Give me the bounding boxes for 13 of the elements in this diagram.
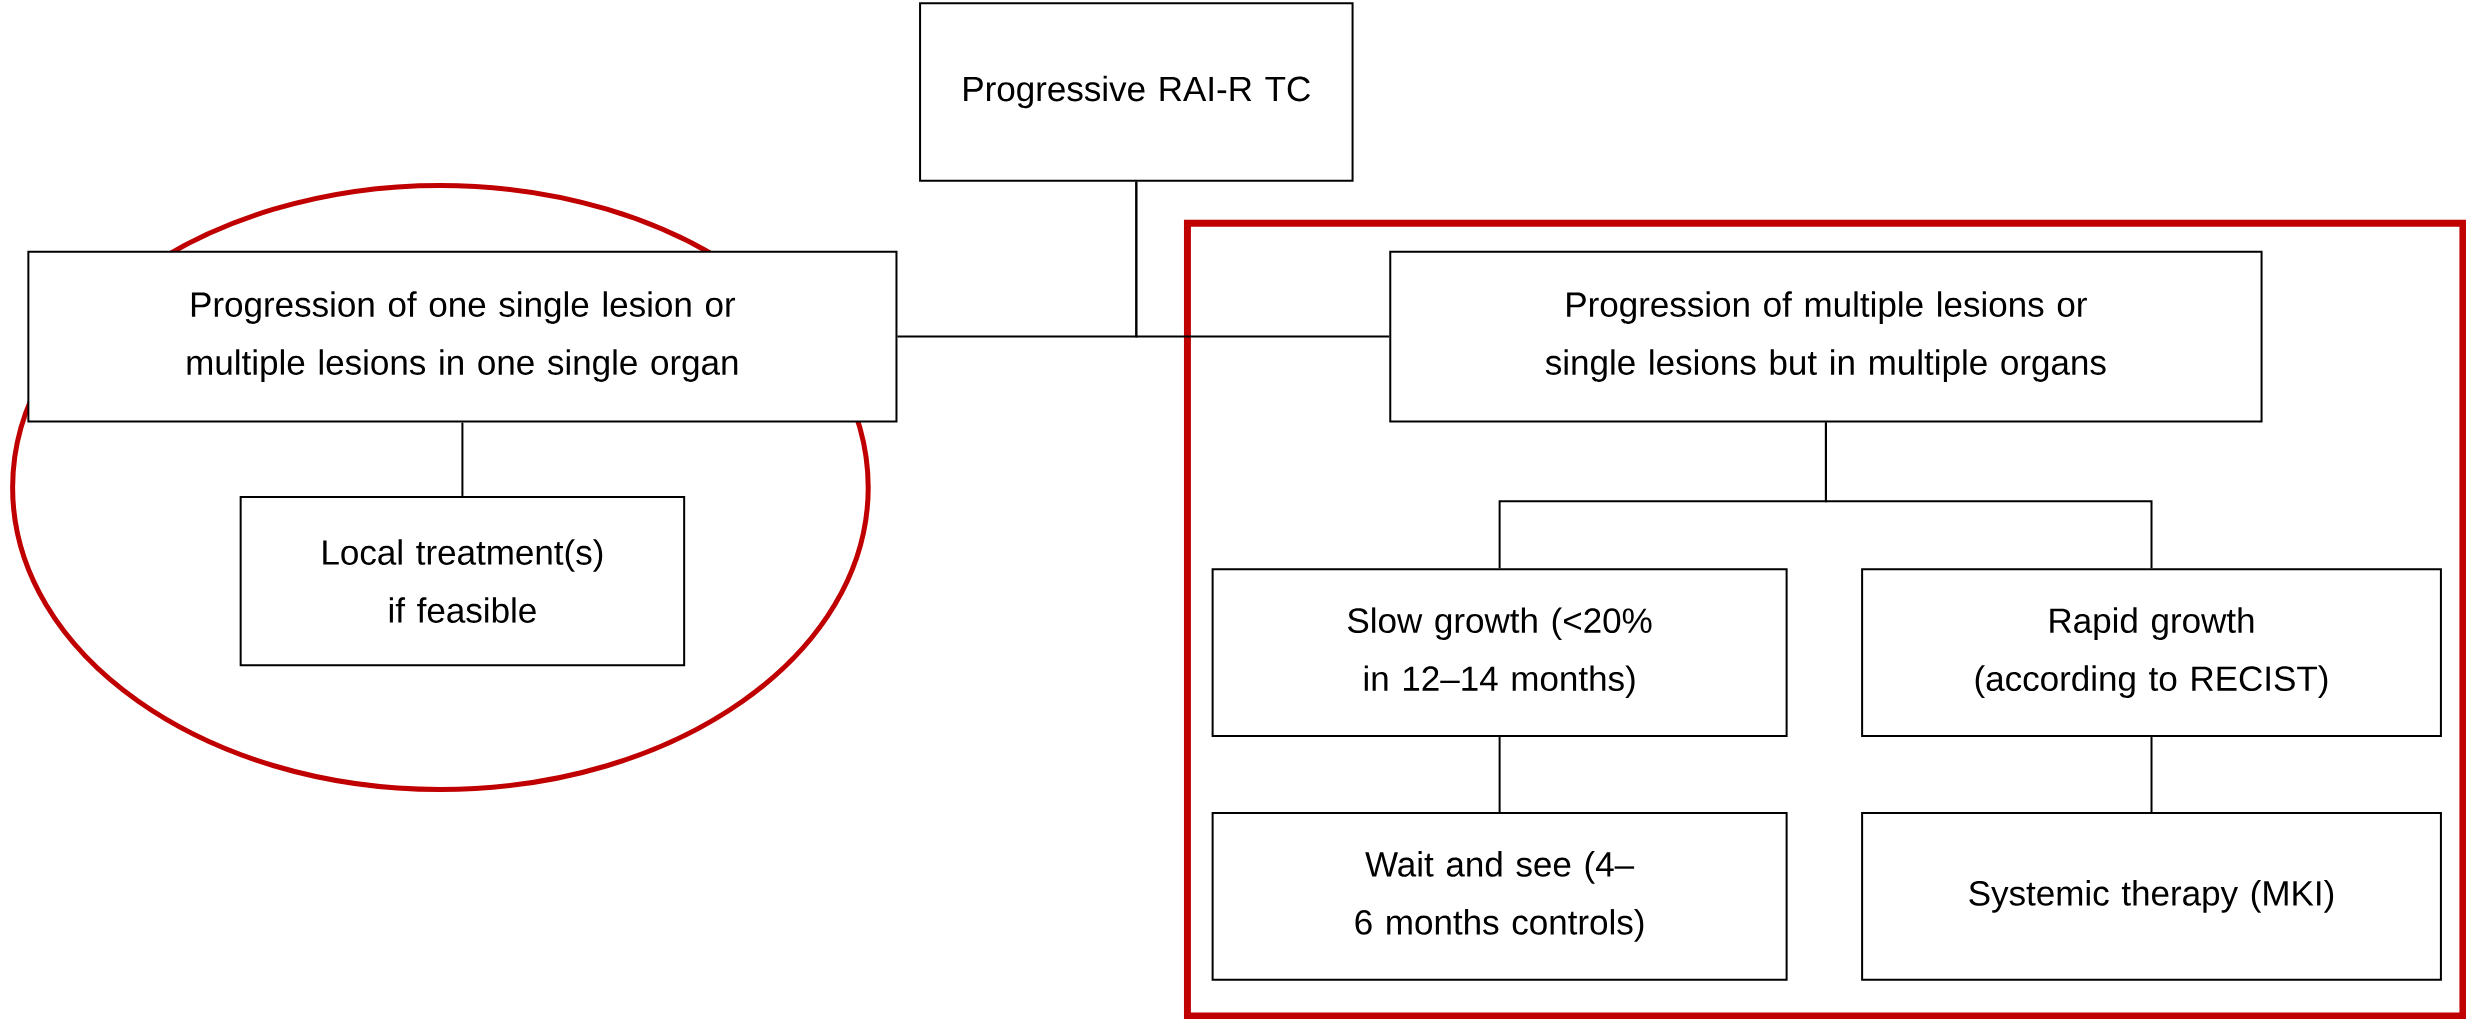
connector-line bbox=[1824, 421, 2153, 570]
connector-line bbox=[1135, 180, 1391, 338]
process-box: Systemic therapy (MKI) bbox=[1861, 812, 2442, 981]
process-box: Rapid growth (according to RECIST) bbox=[1861, 568, 2442, 738]
process-box: Wait and see (4–6 months controls) bbox=[1211, 812, 1788, 981]
connector-line bbox=[461, 421, 464, 497]
process-box: Progressive RAI-R TC bbox=[919, 2, 1354, 182]
connector-line bbox=[2150, 736, 2153, 814]
process-box: Progression of multiple lesions or single lesions but in multiple organs bbox=[1389, 250, 2263, 423]
process-box: Slow growth (<20% in 12–14 months) bbox=[1211, 568, 1788, 738]
process-box: Progression of one single lesion or multiple lesions in one single organ bbox=[27, 250, 898, 423]
process-box: Local treatment(s) if feasible bbox=[239, 495, 686, 667]
connector-line bbox=[1498, 736, 1501, 814]
